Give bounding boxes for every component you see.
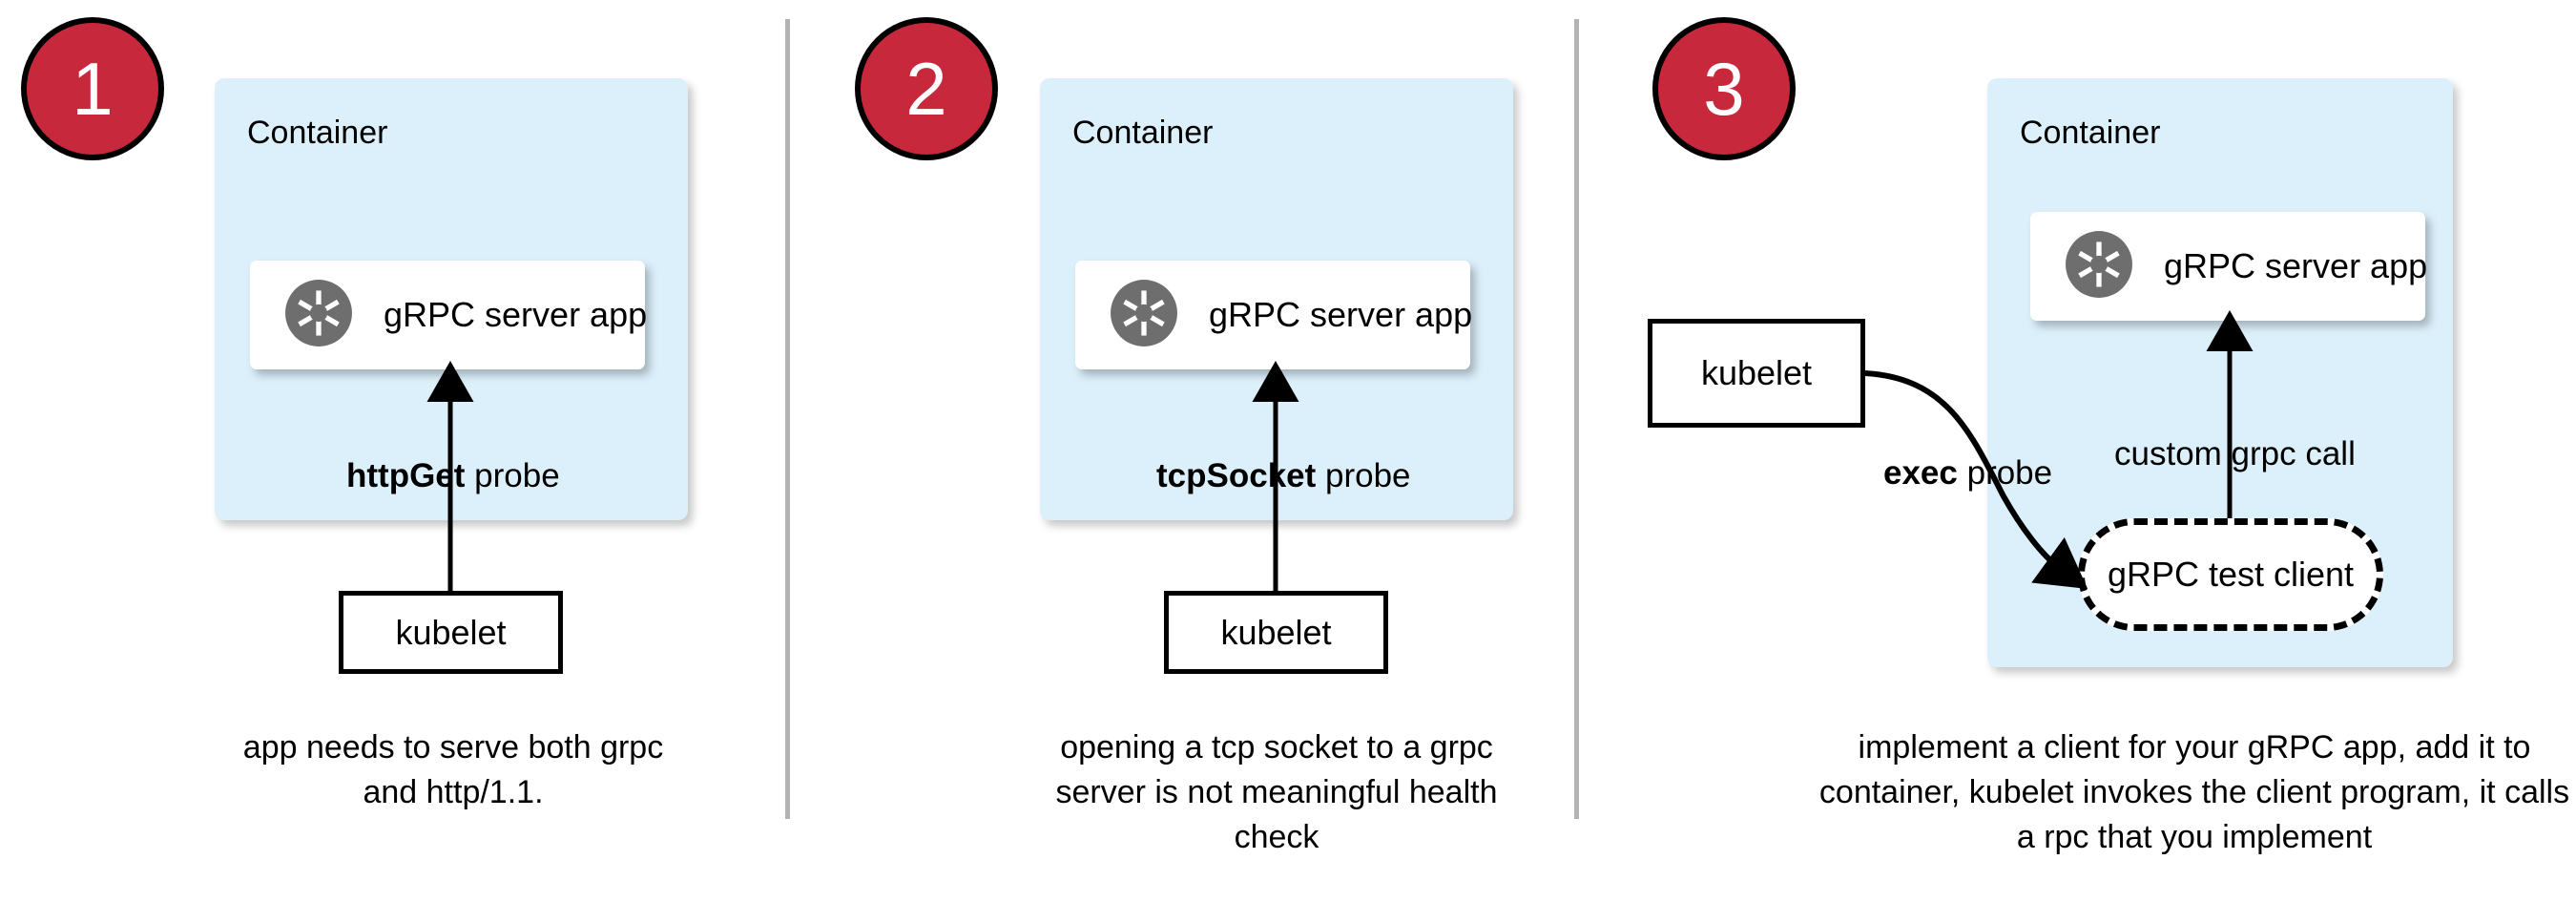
- container-label-3: Container: [2020, 115, 2161, 151]
- panel-caption-2: opening a tcp socket to a grpc server is…: [1055, 729, 1498, 855]
- custom-grpc-call-label: custom grpc call: [2114, 435, 2356, 472]
- grpc-aperture-icon: [1108, 277, 1180, 354]
- kubelet-box-1: kubelet: [339, 591, 563, 674]
- probe-label-2-rest: probe: [1316, 457, 1411, 494]
- panel-divider-2: [1574, 19, 1579, 819]
- app-card-label-3: gRPC server app: [2164, 246, 2428, 285]
- exec-probe-label-rest: probe: [1957, 454, 2053, 492]
- grpc-test-client-pill: gRPC test client: [2078, 518, 2383, 631]
- app-card-label-2: gRPC server app: [1209, 295, 1473, 334]
- exec-probe-label: exec probe: [1883, 456, 2052, 490]
- grpc-server-app-card-3: gRPC server app: [2030, 212, 2428, 321]
- exec-probe-label-bold: exec: [1883, 454, 1958, 492]
- container-label-1: Container: [247, 115, 388, 151]
- app-card-label-1: gRPC server app: [384, 295, 648, 334]
- probe-label-1: httpGet probe: [346, 459, 560, 493]
- panel-caption-1: app needs to serve both grpc and http/1.…: [242, 729, 664, 810]
- probe-label-1-rest: probe: [465, 457, 560, 494]
- step-badge-2: 2: [855, 17, 998, 160]
- panel-caption-3: implement a client for your gRPC app, ad…: [1818, 729, 2570, 855]
- grpc-aperture-icon: [282, 277, 355, 354]
- container-label-2: Container: [1072, 115, 1214, 151]
- grpc-server-app-card-2: gRPC server app: [1075, 261, 1473, 369]
- probe-label-2: tcpSocket probe: [1156, 459, 1411, 493]
- kubelet-box-3: kubelet: [1648, 319, 1865, 428]
- panel-divider-1: [785, 19, 790, 819]
- probe-label-1-bold: httpGet: [346, 457, 466, 494]
- step-badge-3: 3: [1652, 17, 1796, 160]
- probe-label-2-bold: tcpSocket: [1156, 457, 1317, 494]
- kubelet-box-2: kubelet: [1164, 591, 1388, 674]
- step-badge-1: 1: [21, 17, 164, 160]
- grpc-server-app-card-1: gRPC server app: [250, 261, 648, 369]
- grpc-aperture-icon: [2063, 228, 2135, 305]
